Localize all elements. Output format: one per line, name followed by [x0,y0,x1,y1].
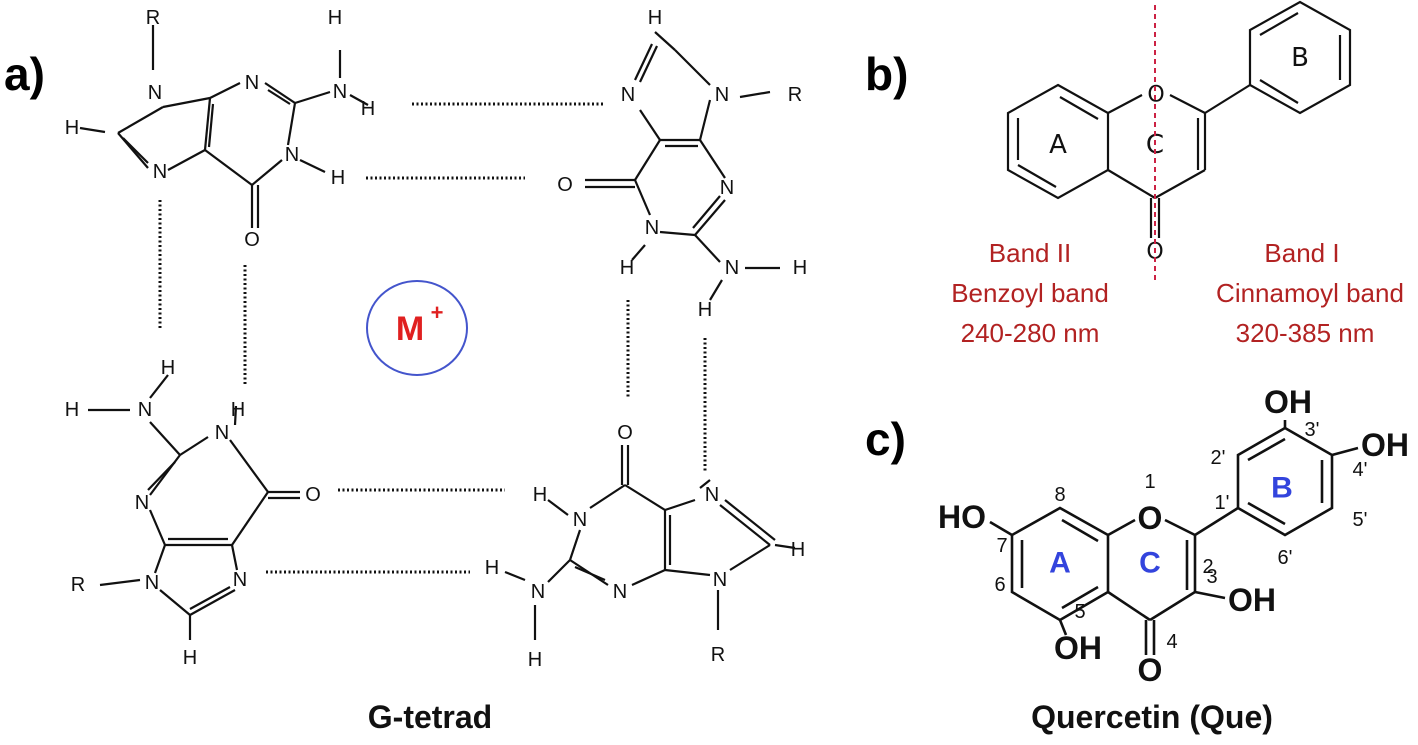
pos-5prime: 5' [1353,509,1368,531]
guanine-top-right: H N N R N O N H N H H [557,7,807,321]
svg-text:R: R [146,7,160,29]
pos-4prime: 4' [1353,459,1368,481]
svg-text:R: R [71,574,85,596]
svg-text:N: N [713,569,727,591]
metal-ion: M + [366,280,468,376]
pos-6: 6 [994,574,1005,596]
svg-text:N: N [233,569,247,591]
svg-text:N: N [153,161,167,183]
svg-text:H: H [65,117,79,139]
band-i-desc: Cinnamoyl band [1216,278,1404,308]
svg-text:H: H [161,357,175,379]
g-tetrad-title: G-tetrad [368,699,492,735]
pos-6prime: 6' [1278,547,1293,569]
oh-4prime: OH [1361,427,1409,463]
svg-text:N: N [135,492,149,514]
panel-b-label: b) [865,48,908,100]
svg-text:H: H [793,257,807,279]
svg-text:N: N [145,572,159,594]
svg-text:N: N [333,81,347,103]
quercetin-title: Quercetin (Que) [1031,699,1273,735]
guanine-bottom-right: O H N N H H N N N H R [485,422,805,671]
svg-text:H: H [331,167,345,189]
svg-text:H: H [231,399,245,421]
band-ii-name: Band II [989,238,1071,268]
svg-text:H: H [361,98,375,120]
oh-3prime: OH [1264,384,1312,420]
ion-charge: + [431,300,444,325]
svg-text:O: O [617,422,633,444]
svg-text:H: H [620,257,634,279]
svg-text:N: N [705,484,719,506]
svg-text:N: N [715,84,729,106]
svg-text:O: O [305,484,321,506]
svg-text:H: H [698,299,712,321]
panel-a-label: a) [4,48,45,100]
svg-text:N: N [245,72,259,94]
svg-text:N: N [531,581,545,603]
pos-2: 2 [1202,556,1213,578]
band-i-text: Band I Cinnamoyl band 320-385 nm [1216,238,1404,348]
svg-text:R: R [711,644,725,666]
ring-a-label: A [1049,130,1067,160]
svg-text:N: N [645,217,659,239]
svg-text:R: R [788,84,802,106]
pos-3prime: 3' [1305,419,1320,441]
svg-text:H: H [533,484,547,506]
oh-3: OH [1228,582,1276,618]
pos-3: 3 [1206,566,1217,588]
oh-5: OH [1054,630,1102,666]
svg-text:O: O [1138,500,1163,536]
svg-text:H: H [791,539,805,561]
pos-5: 5 [1074,601,1085,623]
band-ii-desc: Benzoyl band [951,278,1109,308]
guanine-top-left: R N N H N H H N H N O [65,7,375,251]
svg-text:H: H [648,7,662,29]
ion-symbol: M [396,310,424,348]
svg-text:H: H [183,647,197,669]
band-ii-range: 240-280 nm [961,318,1100,348]
que-ring-b: B [1271,472,1293,505]
svg-text:N: N [613,581,627,603]
guanine-bottom-left: H H N H N O N R N N H [65,357,321,669]
quercetin-structure: O O HO OH OH OH OH A C B 1 2 3 4 5 6 7 8… [938,384,1409,688]
svg-text:H: H [65,399,79,421]
svg-text:N: N [621,84,635,106]
flavone-skeleton: O O A C B [1006,0,1352,280]
panel-c-label: c) [865,413,906,465]
svg-text:N: N [720,177,734,199]
svg-text:O: O [1138,652,1163,688]
svg-text:N: N [285,144,299,166]
svg-text:N: N [148,82,162,104]
svg-text:N: N [215,422,229,444]
pos-1: 1 [1144,471,1155,493]
oh-7: HO [938,499,986,535]
pos-4: 4 [1166,631,1177,653]
svg-text:N: N [138,399,152,421]
que-ring-c: C [1139,547,1161,580]
que-ring-a: A [1049,547,1071,580]
svg-text:H: H [328,7,342,29]
pos-2prime: 2' [1211,447,1226,469]
pos-1prime: 1' [1215,492,1230,514]
svg-text:O: O [557,174,573,196]
svg-text:O: O [244,229,260,251]
hydrogen-bonds [158,102,707,574]
band-i-range: 320-385 nm [1236,318,1375,348]
pos-7: 7 [996,535,1007,557]
band-i-name: Band I [1264,238,1339,268]
pos-8: 8 [1054,484,1065,506]
ring-b-label: B [1291,43,1309,73]
svg-text:H: H [528,649,542,671]
ion-circle [366,280,468,376]
band-ii-text: Band II Benzoyl band 240-280 nm [951,238,1109,348]
svg-text:N: N [725,257,739,279]
svg-text:H: H [485,557,499,579]
svg-text:N: N [573,509,587,531]
